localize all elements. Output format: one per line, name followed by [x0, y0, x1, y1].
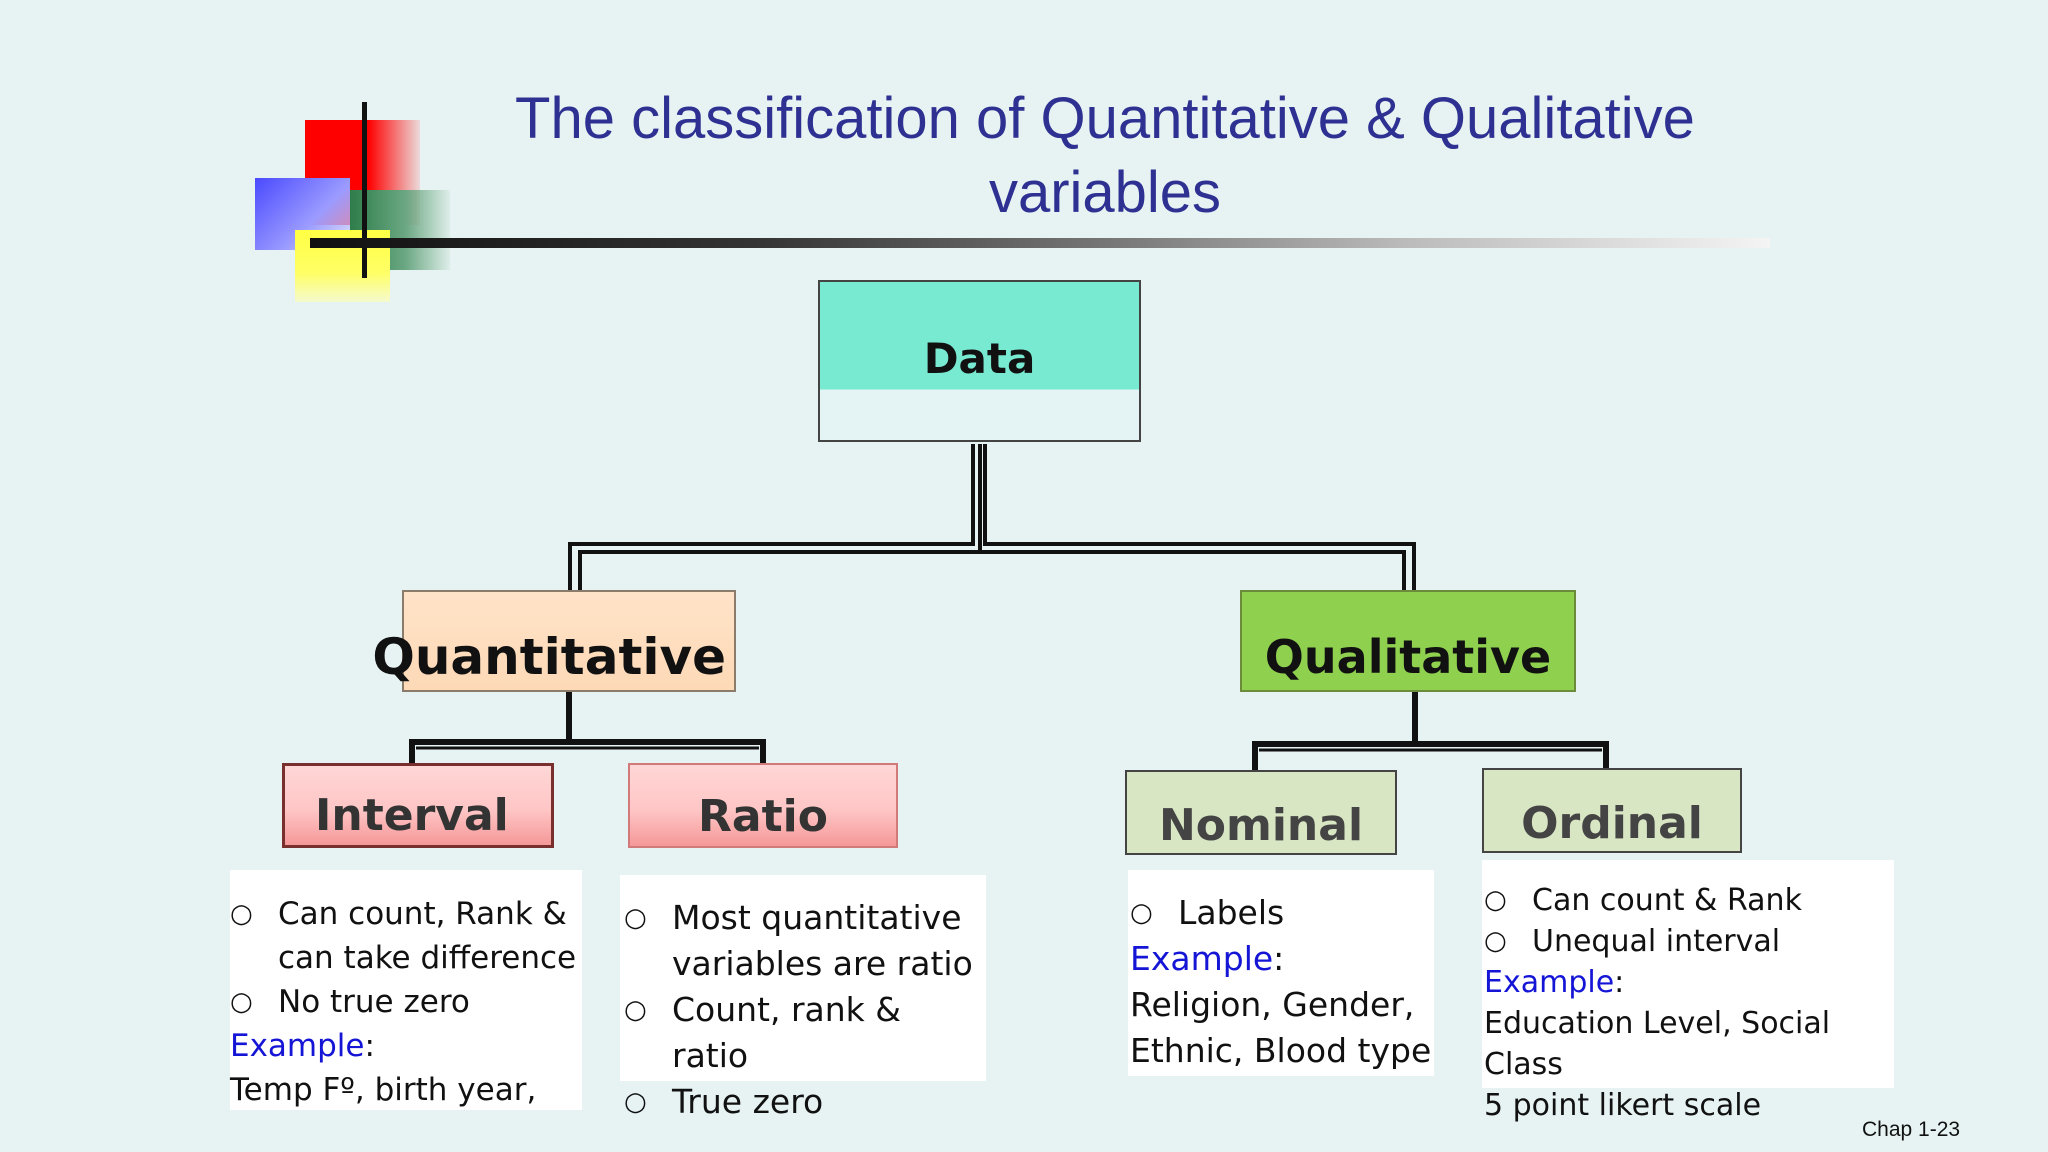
- node-data: Data: [818, 280, 1141, 442]
- node-interval: Interval: [282, 763, 554, 848]
- slide-footer: Chap 1-23: [1862, 1118, 1961, 1141]
- list-item: Labels: [1130, 890, 1434, 936]
- example-line: Example:: [1484, 965, 1625, 1000]
- top-connector: [568, 444, 1416, 590]
- list-item: No true zero: [230, 980, 582, 1024]
- ratio-description: Most quantitative variables are ratio Co…: [620, 875, 986, 1125]
- ordinal-description: Can count & Rank Unequal interval Exampl…: [1482, 860, 1894, 1123]
- node-qualitative: Qualitative: [1240, 590, 1576, 692]
- slide-title: The classification of Quantitative & Qua…: [515, 86, 1695, 225]
- example-text: Religion, Gender, Ethnic, Blood type: [1130, 985, 1432, 1070]
- nominal-description: Labels Example: Religion, Gender, Ethnic…: [1128, 870, 1434, 1076]
- example-label: Example: [1484, 965, 1615, 1000]
- example-label: Example: [1130, 939, 1274, 978]
- example-text: Education Level, Social Class: [1484, 1006, 1831, 1082]
- logo-vertical-line: [362, 102, 367, 278]
- quant-connector: [409, 692, 766, 763]
- list-item: Can count, Rank & can take difference: [230, 892, 582, 980]
- interval-description: Can count, Rank & can take difference No…: [230, 870, 582, 1110]
- example-text: 5 point likert scale: [1484, 1088, 1762, 1123]
- title-rule: [310, 238, 1770, 248]
- list-item: Can count & Rank: [1484, 880, 1894, 921]
- qual-connector: [1252, 692, 1609, 770]
- list-item: Unequal interval: [1484, 921, 1894, 962]
- node-quantitative: Quantitative: [372, 590, 736, 692]
- example-label: Example: [230, 1028, 365, 1064]
- node-ordinal: Ordinal: [1482, 768, 1742, 853]
- list-item: True zero: [624, 1079, 986, 1125]
- list-item: Count, rank & ratio: [624, 987, 986, 1079]
- node-ratio: Ratio: [628, 763, 898, 848]
- node-nominal: Nominal: [1125, 770, 1397, 855]
- example-line: Example:: [230, 1028, 375, 1064]
- example-text: Temp Fº, birth year,: [230, 1072, 537, 1108]
- list-item: Most quantitative variables are ratio: [624, 895, 986, 987]
- example-line: Example:: [1130, 939, 1285, 978]
